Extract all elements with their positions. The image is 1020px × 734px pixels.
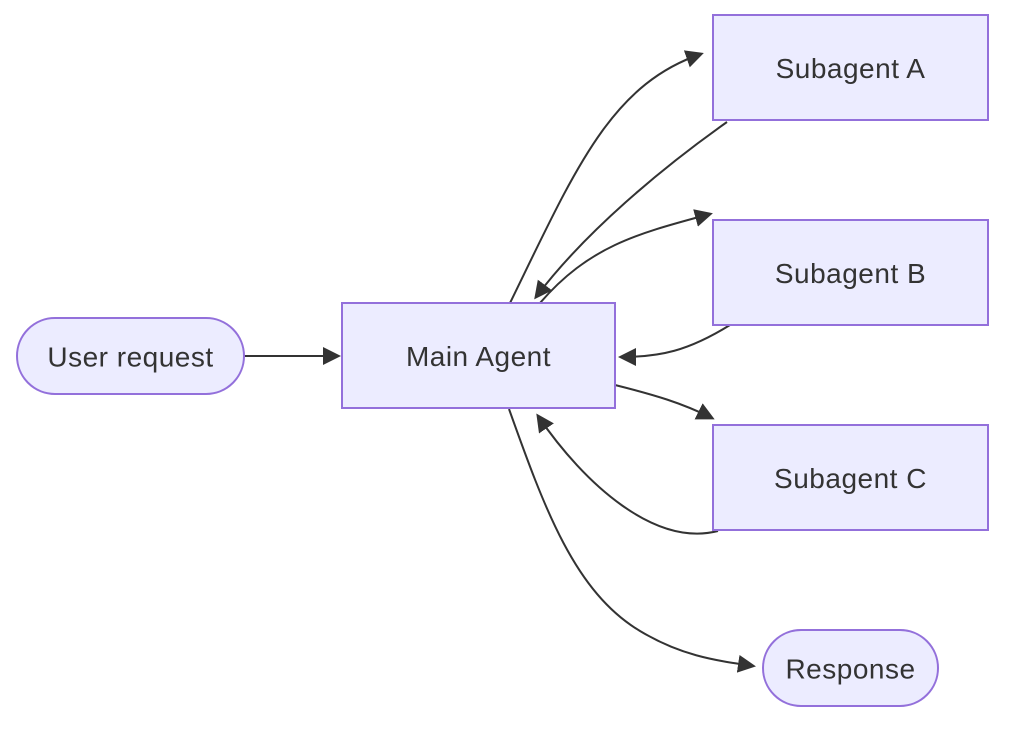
node-user-request-label: User request (47, 342, 213, 373)
node-subagent-c: Subagent C (712, 424, 989, 531)
edge-main-agent-to-subagent-c (614, 384, 715, 420)
node-subagent-b-shape (712, 219, 989, 326)
node-main-agent-label: Main Agent (406, 341, 551, 372)
edge-subagent-b-to-main-agent (618, 324, 731, 366)
node-user-request: User request (16, 317, 245, 395)
node-subagent-c-shape (712, 424, 989, 531)
node-layer: User request Main Agent Subagent A Subag… (16, 14, 989, 707)
node-response-label: Response (785, 654, 915, 685)
node-response: Response (762, 629, 939, 707)
node-subagent-a-label: Subagent A (776, 53, 926, 84)
node-main-agent-shape (341, 302, 616, 409)
node-subagent-b-label: Subagent B (775, 258, 926, 289)
edge-subagent-a-to-main-agent (534, 121, 728, 300)
node-user-request-shape (16, 317, 245, 395)
node-subagent-b: Subagent B (712, 219, 989, 326)
edge-subagent-c-to-main-agent (536, 413, 719, 535)
edge-layer (244, 50, 756, 673)
node-subagent-a-shape (712, 14, 989, 121)
edge-main-agent-to-response (508, 408, 756, 673)
node-subagent-c-label: Subagent C (774, 463, 927, 494)
node-main-agent: Main Agent (341, 302, 616, 409)
edge-main-agent-to-subagent-b (539, 209, 713, 304)
node-subagent-a: Subagent A (712, 14, 989, 121)
node-response-shape (762, 629, 939, 707)
edge-main-agent-to-subagent-a (509, 50, 704, 304)
